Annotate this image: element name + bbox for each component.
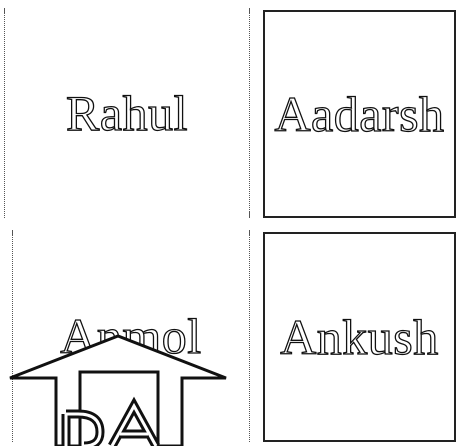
tile-rahul[interactable]: Rahul bbox=[4, 8, 250, 218]
divider-tick bbox=[249, 230, 250, 236]
tile-label-aadarsh: Aadarsh bbox=[274, 86, 445, 142]
house-arrow-logo bbox=[8, 334, 230, 446]
logo-lettering-icon bbox=[61, 396, 160, 446]
tile-label-rahul: Rahul bbox=[65, 85, 188, 141]
divider-tick bbox=[4, 8, 5, 14]
tile-ankush[interactable]: Ankush bbox=[263, 232, 456, 442]
divider-tick bbox=[249, 212, 250, 218]
divider-tick bbox=[249, 8, 250, 14]
divider-tick bbox=[12, 230, 13, 236]
tile-label-ankush: Ankush bbox=[280, 309, 439, 365]
tile-aadarsh[interactable]: Aadarsh bbox=[263, 10, 456, 218]
